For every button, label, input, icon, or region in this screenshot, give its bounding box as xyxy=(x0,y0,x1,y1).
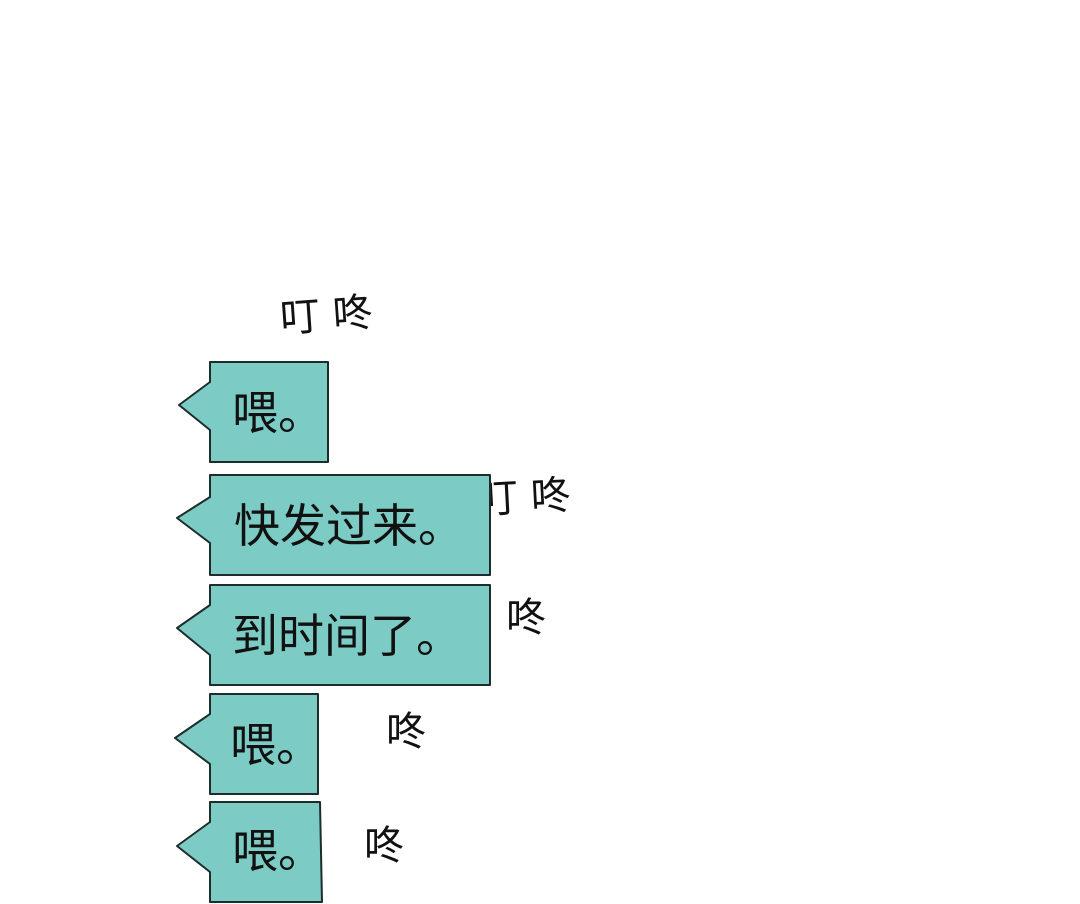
message-text: 到时间了。 xyxy=(232,609,462,663)
message-bubble-5: 喂。 xyxy=(174,800,324,904)
message-text: 喂。 xyxy=(232,386,324,440)
sfx-dong-1: 咚 xyxy=(506,595,546,641)
sfx-dong-2: 咚 xyxy=(386,709,426,755)
message-text: 喂。 xyxy=(230,718,322,772)
bubble-shape xyxy=(176,474,491,576)
message-bubble-3: 到时间了。 xyxy=(174,583,492,687)
bubble-shape xyxy=(174,693,319,795)
sfx-dong-3: 咚 xyxy=(364,823,404,869)
message-bubble-1: 喂。 xyxy=(176,360,330,464)
message-text: 喂。 xyxy=(232,824,324,878)
bubble-shape xyxy=(178,361,329,463)
message-bubble-2: 快发过来。 xyxy=(174,473,492,577)
bubble-shape xyxy=(176,584,491,686)
sfx-ding-dong-top: 叮 咚 xyxy=(278,289,375,343)
message-text: 快发过来。 xyxy=(234,499,464,553)
message-bubble-4: 喂。 xyxy=(172,692,322,796)
